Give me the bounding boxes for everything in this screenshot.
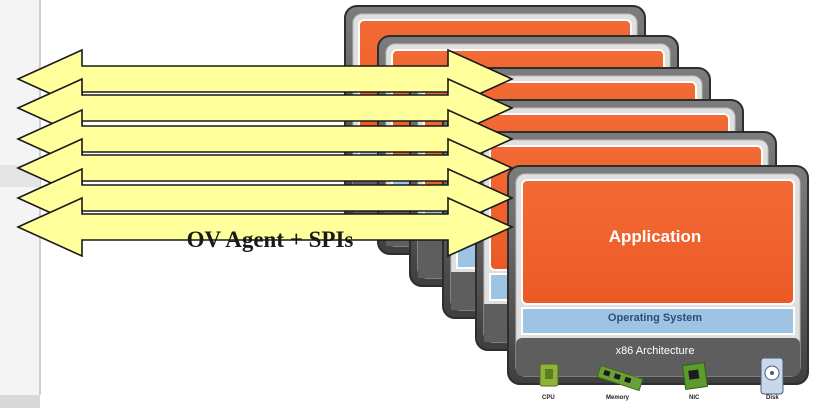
- cpu-icon: [539, 363, 559, 387]
- vm-frame: [507, 165, 809, 385]
- os-panel: [521, 307, 795, 335]
- hardware-icons: [539, 357, 784, 395]
- hardware-label-cpu: CPU: [542, 395, 555, 401]
- operating-system-label: Operating System: [607, 312, 703, 324]
- arrow-label: OV Agent + SPIs: [186, 227, 354, 252]
- disk-icon: [760, 357, 784, 395]
- hardware-label-memory: Memory: [606, 395, 630, 401]
- architecture-panel: [516, 338, 800, 376]
- application-label: Application: [608, 227, 702, 246]
- nic-icon: [681, 362, 709, 390]
- memory-icon: [596, 364, 644, 392]
- application-panel: [521, 179, 795, 305]
- architecture-label: x86 Architecture: [615, 345, 695, 357]
- hardware-label-nic: NIC: [689, 395, 700, 401]
- double-arrow: [16, 196, 514, 258]
- hardware-label-disk: Disk: [766, 395, 779, 401]
